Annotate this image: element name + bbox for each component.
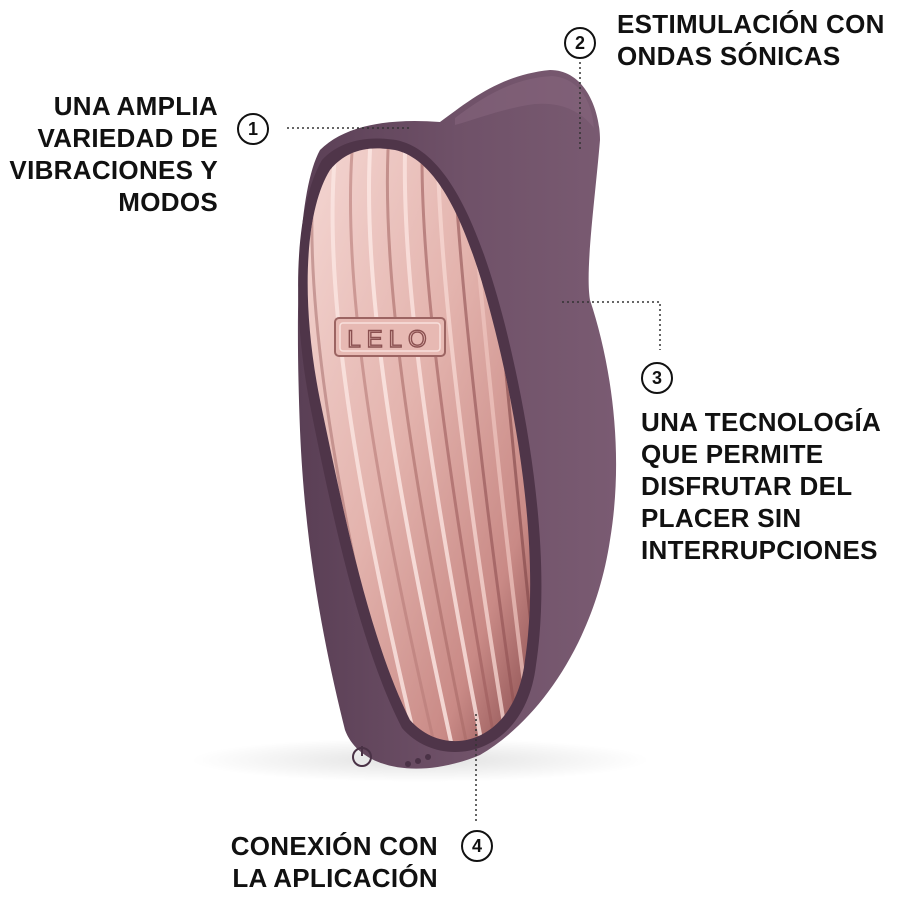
feature-3-line: QUE PERMITE xyxy=(641,439,824,469)
feature-1-line: VARIEDAD DE xyxy=(37,123,218,153)
feature-4-number-badge: 4 xyxy=(461,830,493,862)
lelo-logo-badge xyxy=(334,317,446,357)
face-ribs xyxy=(310,148,531,742)
feature-4-line: LA APLICACIÓN xyxy=(232,863,438,893)
feature-2-label: ESTIMULACIÓN CON ONDAS SÓNICAS xyxy=(617,8,885,72)
leader-line-3 xyxy=(562,301,661,350)
feature-2-line: ESTIMULACIÓN CON xyxy=(617,9,885,39)
feature-1-label: UNA AMPLIA VARIEDAD DE VIBRACIONES Y MOD… xyxy=(0,90,218,218)
feature-2-line: ONDAS SÓNICAS xyxy=(617,41,841,71)
feature-3-line: PLACER SIN xyxy=(641,503,802,533)
charging-port-icon xyxy=(405,754,431,767)
lelo-logo-text: LELO xyxy=(347,326,432,353)
feature-3-label: UNA TECNOLOGÍA QUE PERMITE DISFRUTAR DEL… xyxy=(641,406,881,566)
power-button-icon xyxy=(352,746,372,767)
feature-1-line: MODOS xyxy=(118,187,218,217)
feature-1-line: VIBRACIONES Y xyxy=(9,155,218,185)
feature-4-line: CONEXIÓN CON xyxy=(230,831,438,861)
leader-lines xyxy=(287,62,661,822)
feature-1-line: UNA AMPLIA xyxy=(53,91,218,121)
feature-3-line: UNA TECNOLOGÍA xyxy=(641,407,882,437)
feature-3-line: DISFRUTAR DEL xyxy=(641,471,853,501)
feature-1-number-badge: 1 xyxy=(237,113,269,145)
feature-4-label: CONEXIÓN CON LA APLICACIÓN xyxy=(190,830,438,894)
feature-2-number-badge: 2 xyxy=(564,27,596,59)
device-face-plate xyxy=(307,148,531,742)
device-top-highlight xyxy=(455,76,594,128)
feature-3-line: INTERRUPCIONES xyxy=(641,535,878,565)
feature-3-number-badge: 3 xyxy=(641,362,673,394)
